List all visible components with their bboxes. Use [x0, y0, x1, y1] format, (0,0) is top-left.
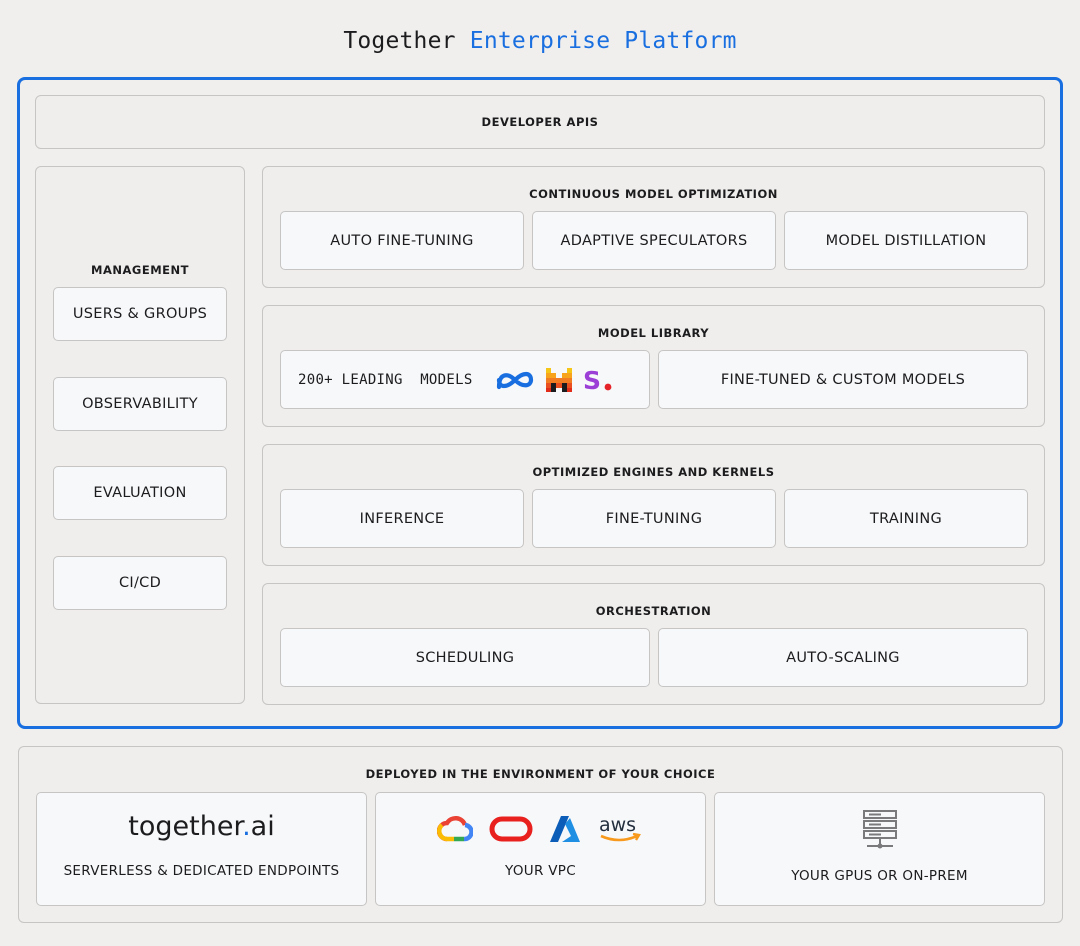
scheduling-box: SCHEDULING — [280, 628, 650, 687]
auto-fine-tuning-box: AUTO FINE-TUNING — [280, 211, 524, 270]
stability-logo-icon: S — [583, 367, 611, 393]
model-distillation-box: MODEL DISTILLATION — [784, 211, 1028, 270]
management-item-users-groups: USERS & GROUPS — [53, 287, 227, 341]
adaptive-speculators-box: ADAPTIVE SPECULATORS — [532, 211, 776, 270]
together-ai-logo: together.ai — [37, 811, 366, 842]
server-rack-icon — [862, 810, 897, 849]
on-prem-box: YOUR GPUS OR ON-PREM — [714, 792, 1045, 906]
enterprise-platform-frame: DEVELOPER APIS MANAGEMENT USERS & GROUPS… — [17, 77, 1063, 729]
azure-icon — [549, 816, 580, 842]
optimization-header: CONTINUOUS MODEL OPTIMIZATION — [529, 187, 778, 201]
orchestration-panel: ORCHESTRATION SCHEDULING AUTO-SCALING — [262, 583, 1045, 705]
aws-icon: aws — [599, 814, 641, 842]
aws-wordmark: aws — [599, 814, 636, 836]
training-box: TRAINING — [784, 489, 1028, 548]
together-logo-tail: ai — [250, 811, 275, 842]
title-main: Together — [343, 28, 456, 54]
management-item-cicd: CI/CD — [53, 556, 227, 610]
deployment-header: DEPLOYED IN THE ENVIRONMENT OF YOUR CHOI… — [365, 767, 716, 781]
page-title: Together Enterprise Platform — [0, 28, 1080, 54]
auto-scaling-box: AUTO-SCALING — [658, 628, 1028, 687]
serverless-box: together.ai SERVERLESS & DEDICATED ENDPO… — [36, 792, 367, 906]
custom-models-box: FINE-TUNED & CUSTOM MODELS — [658, 350, 1028, 409]
model-library-header: MODEL LIBRARY — [597, 326, 710, 340]
management-header: MANAGEMENT — [91, 263, 189, 277]
model-library-panel: MODEL LIBRARY 200+ LEADING MODELS — [262, 305, 1045, 427]
together-logo-dot: . — [242, 811, 251, 842]
engines-header: OPTIMIZED ENGINES AND KERNELS — [532, 465, 775, 479]
leading-models-label: 200+ LEADING MODELS — [298, 371, 473, 388]
on-prem-label: YOUR GPUS OR ON-PREM — [791, 868, 968, 884]
vpc-label: YOUR VPC — [505, 863, 576, 879]
leading-models-box: 200+ LEADING MODELS — [280, 350, 650, 409]
fine-tuning-box: FINE-TUNING — [532, 489, 776, 548]
model-logos: S — [495, 367, 615, 393]
google-cloud-icon — [436, 815, 473, 842]
server-icon-row — [715, 809, 1044, 849]
title-accent: Enterprise Platform — [469, 28, 737, 54]
vpc-box: aws YOUR VPC — [375, 792, 706, 906]
management-panel: MANAGEMENT USERS & GROUPS OBSERVABILITY … — [35, 166, 245, 704]
engines-panel: OPTIMIZED ENGINES AND KERNELS INFERENCE … — [262, 444, 1045, 566]
serverless-label: SERVERLESS & DEDICATED ENDPOINTS — [63, 863, 340, 879]
management-item-evaluation: EVALUATION — [53, 466, 227, 520]
mistral-logo-icon — [545, 367, 572, 392]
developer-apis-label: DEVELOPER APIS — [481, 115, 599, 129]
together-logo-main: together — [128, 811, 243, 842]
management-item-observability: OBSERVABILITY — [53, 377, 227, 431]
oracle-icon — [489, 816, 532, 842]
meta-logo-icon — [496, 371, 533, 389]
optimization-panel: CONTINUOUS MODEL OPTIMIZATION AUTO FINE-… — [262, 166, 1045, 288]
developer-apis-panel: DEVELOPER APIS — [35, 95, 1045, 149]
deployment-panel: DEPLOYED IN THE ENVIRONMENT OF YOUR CHOI… — [18, 746, 1063, 923]
inference-box: INFERENCE — [280, 489, 524, 548]
orchestration-header: ORCHESTRATION — [595, 604, 712, 618]
cloud-logos: aws — [376, 813, 705, 845]
svg-text:S: S — [583, 367, 601, 393]
